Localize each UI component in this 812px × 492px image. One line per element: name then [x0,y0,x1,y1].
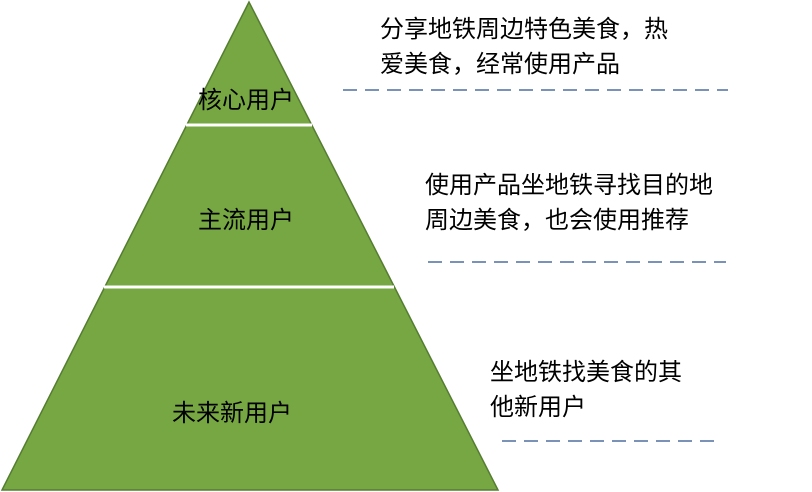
tier-description-mainstream: 使用产品坐地铁寻找目的地 周边美食，也会使用推荐 [425,168,713,238]
description-line: 坐地铁找美食的其 [490,358,682,386]
description-line: 周边美食，也会使用推荐 [425,206,689,234]
description-line: 他新用户 [490,393,586,421]
description-line: 分享地铁周边特色美食，热 [380,15,668,43]
description-line: 爱美食，经常使用产品 [380,50,620,78]
description-line: 使用产品坐地铁寻找目的地 [425,171,713,199]
tier-label-core: 核心用户 [198,86,294,114]
tier-label-mainstream: 主流用户 [198,206,294,234]
tier-label-new: 未来新用户 [172,399,292,427]
tier-description-new: 坐地铁找美食的其 他新用户 [490,355,682,425]
pyramid-triangle [0,0,500,491]
tier-description-core: 分享地铁周边特色美食，热 爱美食，经常使用产品 [380,12,668,82]
